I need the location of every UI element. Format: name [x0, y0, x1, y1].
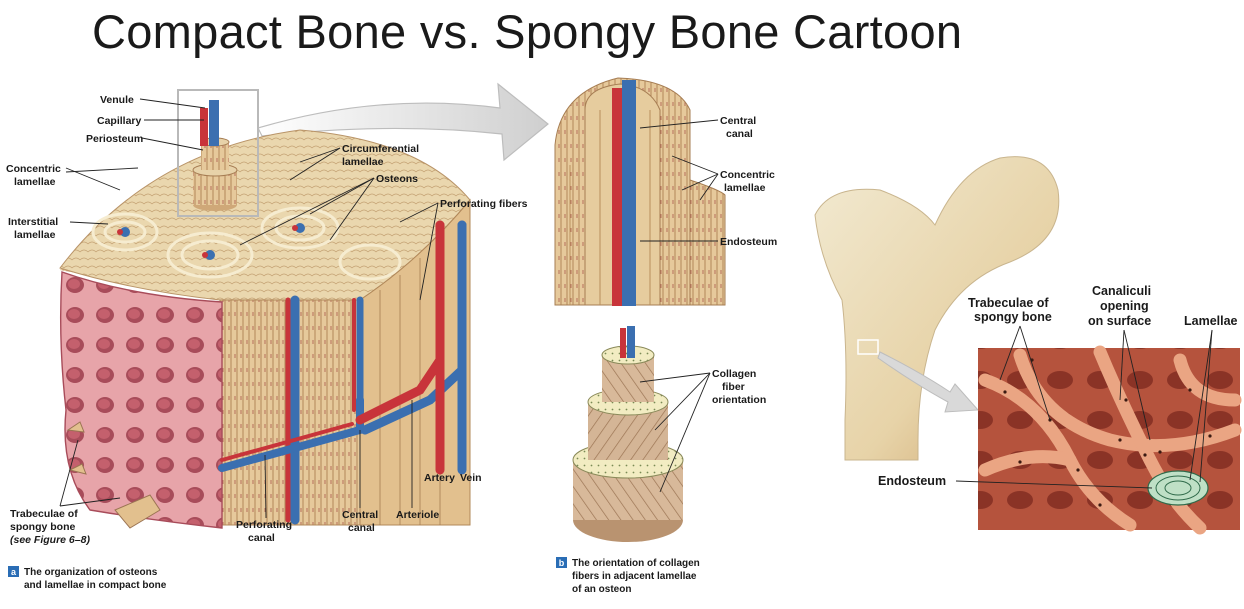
label-central-canal-b-1: Central: [720, 115, 756, 127]
label-concentric-lamellae-b-1: Concentric: [720, 169, 775, 181]
osteon-cross-section: [554, 77, 726, 306]
label-collagen-1: Collagen: [712, 368, 756, 380]
label-perforating-fibers: Perforating fibers: [440, 198, 528, 210]
compact-bone-illustration: [59, 82, 549, 529]
label-trabeculae-a-3: (see Figure 6–8): [10, 534, 90, 546]
label-central-canal-a-1: Central: [342, 509, 378, 521]
caption-b-line1: The orientation of collagen: [572, 558, 700, 569]
label-periosteum: Periosteum: [86, 133, 143, 145]
page-title: Compact Bone vs. Spongy Bone Cartoon: [92, 5, 963, 58]
label-concentric-lamellae-b-2: lamellae: [724, 182, 766, 194]
label-perforating-canal-1: Perforating: [236, 519, 292, 531]
label-trabeculae-a-2: spongy bone: [10, 521, 75, 533]
caption-a-line1: The organization of osteons: [24, 567, 158, 578]
magnify-arrow: [257, 82, 549, 162]
panel-c-labels: Trabeculae of spongy bone Canaliculi ope…: [878, 284, 1238, 489]
label-collagen-3: orientation: [712, 394, 766, 406]
label-interstitial-lamellae-2: lamellae: [14, 229, 56, 241]
label-artery: Artery: [424, 472, 455, 484]
panel-a-labels: Venule Capillary Periosteum Concentric l…: [6, 94, 528, 591]
label-collagen-2: fiber: [722, 381, 745, 393]
label-concentric-lamellae-a-2: lamellae: [14, 176, 56, 188]
vessels: [218, 220, 467, 525]
spongy-bone-region: [59, 271, 223, 529]
label-arteriole: Arteriole: [396, 509, 439, 521]
label-interstitial-lamellae-1: Interstitial: [8, 216, 58, 228]
label-central-canal-a-2: canal: [348, 522, 375, 534]
panel-b-labels: Central canal Concentric lamellae Endost…: [556, 115, 777, 595]
label-circumferential-lamellae-1: Circumferential: [342, 143, 419, 155]
label-circumferential-lamellae-2: lamellae: [342, 156, 384, 168]
label-trabeculae-a-1: Trabeculae of: [10, 508, 78, 520]
osteon-stack-small: [192, 100, 238, 211]
label-canaliculi-3: on surface: [1088, 314, 1151, 328]
collagen-lamellae-stack: [572, 326, 684, 542]
label-venule: Venule: [100, 94, 134, 106]
label-perforating-canal-2: canal: [248, 532, 275, 544]
caption-a-line2: and lamellae in compact bone: [24, 580, 167, 591]
label-concentric-lamellae-a-1: Concentric: [6, 163, 61, 175]
label-endosteum-b: Endosteum: [720, 236, 777, 248]
label-lamellae: Lamellae: [1184, 314, 1238, 328]
badge-a: [8, 566, 19, 577]
label-trabeculae-c-2: spongy bone: [974, 310, 1052, 324]
badge-b-letter: b: [559, 558, 565, 568]
label-capillary: Capillary: [97, 115, 142, 127]
bone-top-surface: [59, 129, 471, 301]
label-trabeculae-c-1: Trabeculae of: [968, 296, 1049, 310]
caption-b-line2: fibers in adjacent lamellae: [572, 571, 697, 582]
label-central-canal-b-2: canal: [726, 128, 753, 140]
label-vein: Vein: [460, 472, 482, 484]
badge-a-letter: a: [11, 567, 17, 577]
femur-illustration: [814, 156, 1060, 461]
label-endosteum-c: Endosteum: [878, 474, 946, 488]
label-osteons: Osteons: [376, 173, 418, 185]
badge-b: [556, 557, 567, 568]
highlight-box: [177, 89, 259, 217]
label-canaliculi-2: opening: [1100, 299, 1149, 313]
caption-b-line3: of an osteon: [572, 584, 631, 595]
label-canaliculi-1: Canaliculi: [1092, 284, 1151, 298]
spongy-bone-closeup: [978, 345, 1242, 535]
